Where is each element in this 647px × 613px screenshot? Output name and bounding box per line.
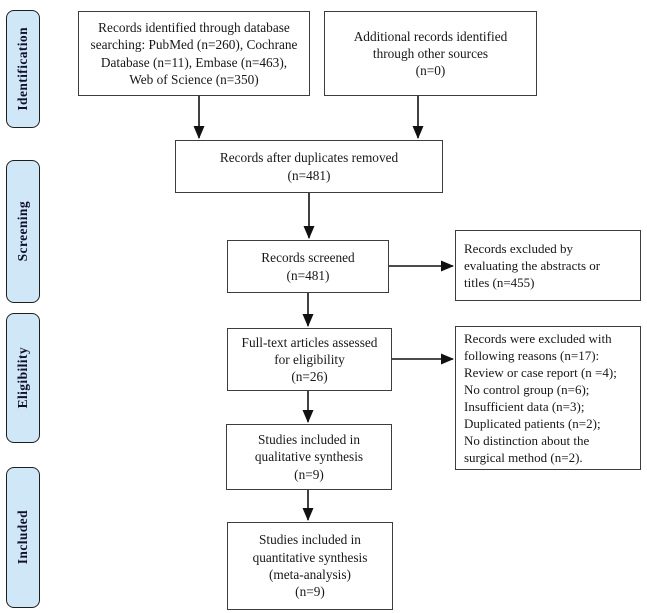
box-records-screened: Records screened (n=481) <box>227 240 389 293</box>
stage-label-screening: Screening <box>6 160 40 303</box>
stage-label-screening-text: Screening <box>15 201 30 262</box>
box-quantitative-synthesis: Studies included in quantitative synthes… <box>227 522 393 610</box>
stage-label-identification-text: Identification <box>15 27 30 111</box>
box-fulltext-assessed-text: Full-text articles assessed for eligibil… <box>241 334 378 385</box>
box-duplicates-removed: Records after duplicates removed (n=481) <box>175 140 443 193</box>
box-qualitative-synthesis: Studies included in qualitative synthesi… <box>226 424 392 490</box>
stage-label-included-text: Included <box>15 510 30 565</box>
stage-label-eligibility-text: Eligibility <box>15 347 30 409</box>
stage-label-identification: Identification <box>6 10 40 128</box>
box-records-identified-database: Records identified through database sear… <box>78 11 310 96</box>
box-records-excluded-reasons: Records were excluded with following rea… <box>455 326 641 470</box>
stage-label-included: Included <box>6 467 40 608</box>
box-records-excluded-screening: Records excluded by evaluating the abstr… <box>455 230 641 301</box>
box-quantitative-synthesis-text: Studies included in quantitative synthes… <box>252 532 368 600</box>
box-fulltext-assessed: Full-text articles assessed for eligibil… <box>227 328 392 391</box>
stage-label-eligibility: Eligibility <box>6 313 40 443</box>
box-duplicates-removed-text: Records after duplicates removed (n=481) <box>219 150 399 183</box>
box-records-screened-text: Records screened (n=481) <box>261 250 355 283</box>
box-records-excluded-reasons-text: Records were excluded with following rea… <box>464 331 617 465</box>
box-additional-records-text: Additional records identified through ot… <box>353 28 508 79</box>
box-records-excluded-screening-text: Records excluded by evaluating the abstr… <box>464 241 601 290</box>
box-qualitative-synthesis-text: Studies included in qualitative synthesi… <box>254 432 364 482</box>
box-records-identified-database-text: Records identified through database sear… <box>90 19 298 87</box>
box-additional-records: Additional records identified through ot… <box>324 11 537 96</box>
